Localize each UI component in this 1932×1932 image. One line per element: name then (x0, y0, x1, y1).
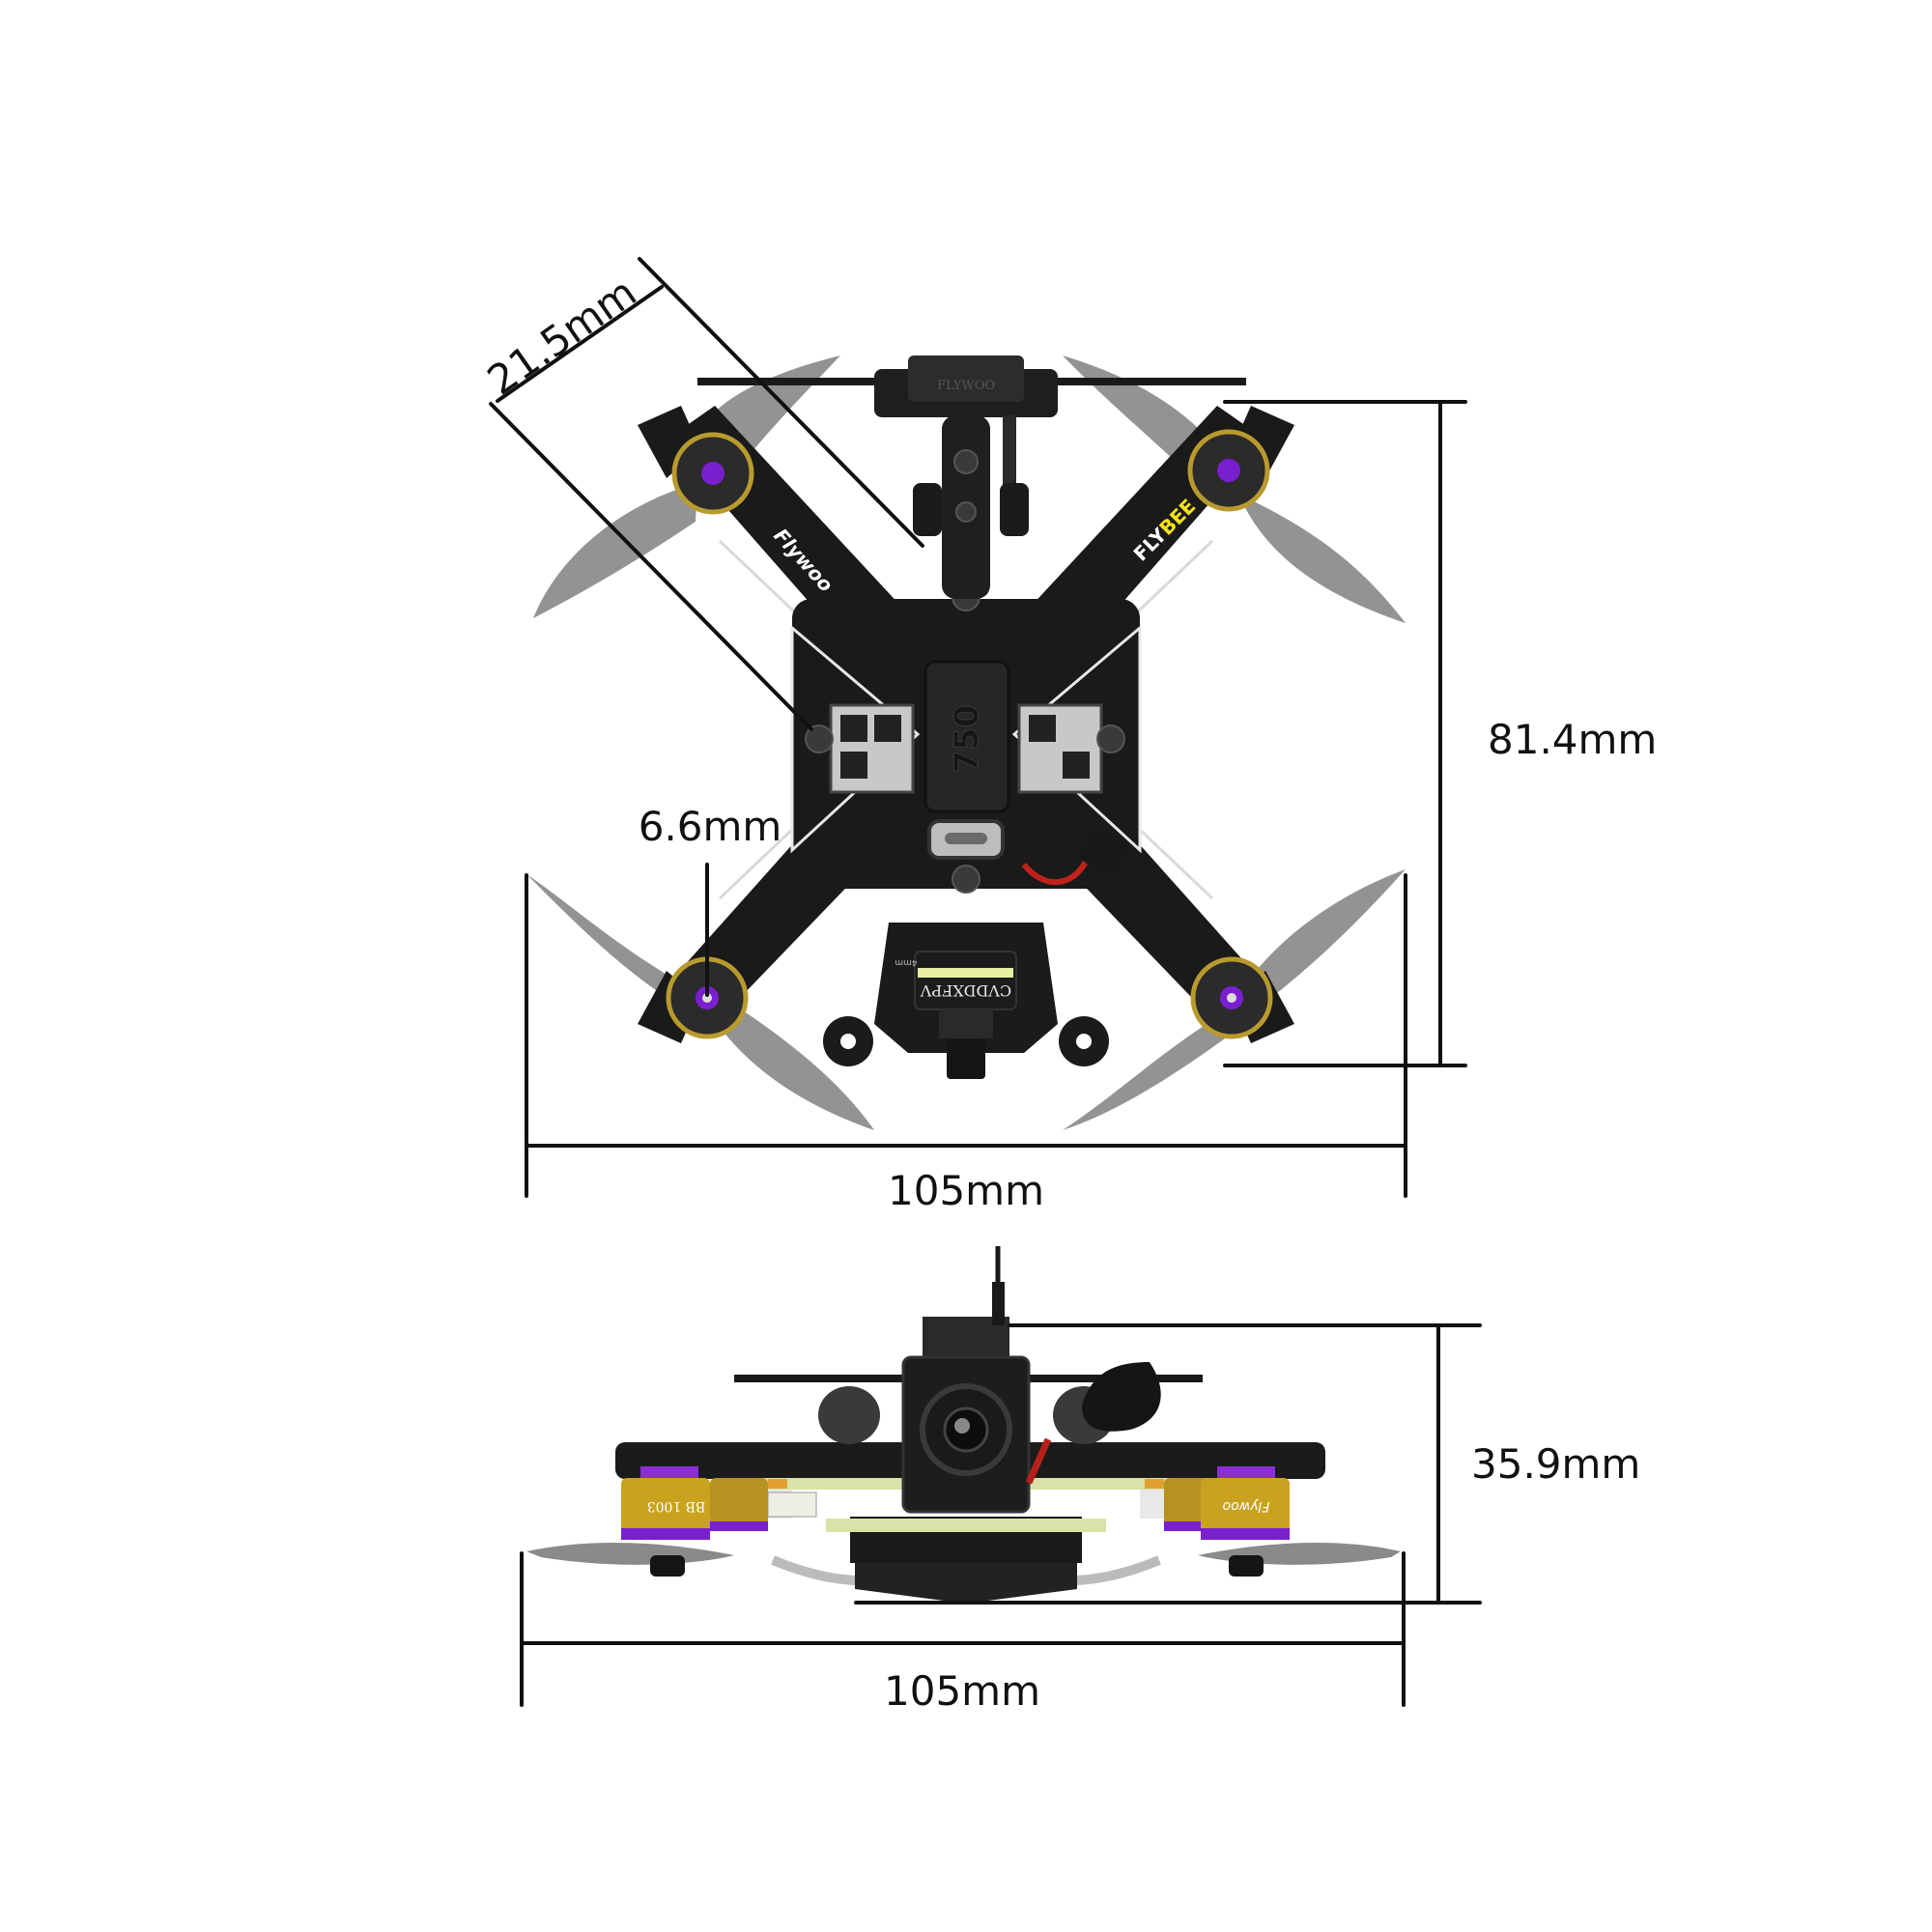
motor-base (1164, 1521, 1222, 1531)
camera-mount: CVDDXFPV 4mm (823, 923, 1109, 1079)
prop-nut-center (702, 993, 712, 1003)
prop-nut-center (1227, 993, 1236, 1003)
frame-screw (805, 724, 834, 753)
motor-can (710, 1478, 768, 1528)
mount-hole (1076, 1034, 1092, 1049)
dim-top-width: 105mm (525, 873, 1407, 1214)
motor-rear-left (638, 956, 749, 1043)
motor-can (621, 1478, 710, 1534)
connector-socket (767, 1492, 817, 1518)
damper-ball (818, 1386, 880, 1444)
antenna-sleeve (992, 1282, 1005, 1325)
battery-tray (855, 1560, 1077, 1604)
propeller-blade (526, 874, 696, 1009)
propeller-blade (533, 483, 697, 618)
motor-brand-label: Flywoo (1223, 1498, 1270, 1514)
chip (874, 715, 901, 742)
motor-rear-right (1190, 956, 1294, 1043)
frame-screw (952, 865, 980, 894)
side-view-dimensions: 35.9mm 105mm (520, 1323, 1640, 1715)
camera-stripe (918, 968, 1013, 978)
prop-nut (701, 462, 724, 485)
dim-label-side-height: 35.9mm (1471, 1440, 1640, 1488)
motor-base (621, 1528, 710, 1540)
motor-base (1201, 1528, 1290, 1540)
top-view: 750 FLYWOO (526, 355, 1406, 1130)
propeller-blade-side (1198, 1543, 1401, 1565)
motor-cap (640, 1466, 698, 1480)
receiver-module (908, 355, 1024, 402)
prop-nut (1217, 459, 1240, 482)
esc-board (826, 1519, 1106, 1532)
receiver-brand-label: FLYWOO (937, 379, 995, 393)
dim-label-prop-hub: 6.6mm (639, 803, 782, 850)
xt-connector (1080, 828, 1128, 876)
prop-hub-side (650, 1555, 685, 1577)
dim-side-width: 105mm (520, 1551, 1406, 1715)
propellers-top (526, 355, 1406, 1130)
propeller-blade-side (526, 1543, 734, 1565)
dim-top-height: 81.4mm (1223, 400, 1657, 1067)
motor-cap (1217, 1466, 1275, 1480)
propeller-blade (1236, 488, 1406, 623)
chip (840, 715, 867, 742)
motors-side: BB 1003 Flywoo (621, 1466, 1290, 1577)
motor-base (710, 1521, 768, 1531)
dim-label-top-height: 81.4mm (1488, 716, 1657, 763)
dim-extension-line (489, 402, 813, 731)
propeller-blade (1063, 1014, 1232, 1130)
motor-side-left-rear (710, 1478, 768, 1531)
camera-lens (947, 1038, 985, 1079)
motor-side-left-front: BB 1003 (621, 1466, 710, 1540)
chip (1063, 752, 1090, 779)
power-lead-side (1025, 1437, 1052, 1485)
fpv-camera-body (914, 951, 1017, 1010)
dim-prop-hub: 6.6mm (639, 803, 782, 997)
camera-lens-ring (939, 1009, 993, 1038)
camera-brand-label: CVDDXFPV (920, 981, 1011, 1000)
dim-label-side-width: 105mm (884, 1667, 1040, 1715)
propeller-blade (710, 1005, 874, 1130)
motor-front-left (638, 406, 754, 515)
solder-pad (768, 1479, 787, 1489)
motor-model-label: BB 1003 (647, 1498, 706, 1514)
lens-reflection (954, 1418, 970, 1434)
receiver-mount: FLYWOO (697, 355, 1246, 599)
antenna-clip (913, 483, 942, 536)
mount-screw (955, 501, 977, 523)
chip (840, 752, 867, 779)
dim-label-top-width: 105mm (888, 1167, 1044, 1214)
mount-screw (953, 449, 979, 474)
chip (1029, 715, 1056, 742)
motors-top (638, 406, 1294, 1043)
dim-label-motor-diagonal: 21.5mm (479, 269, 645, 405)
frame-screw (1096, 724, 1125, 753)
prop-hub-side (1229, 1555, 1264, 1577)
antenna-clip (1000, 483, 1029, 536)
mount-hole (840, 1034, 856, 1049)
usb-slot (945, 833, 987, 844)
propeller-blade (1241, 869, 1406, 1009)
vtx-antenna (1003, 415, 1016, 493)
motor-front-right (1187, 406, 1294, 512)
side-view: BB 1003 Flywoo (526, 1246, 1401, 1604)
camera-lens-label: 4mm (895, 957, 917, 967)
solder-pad (1145, 1479, 1164, 1489)
dim-line (496, 285, 664, 403)
motor-can (1201, 1478, 1290, 1534)
power-lead-wire (1021, 858, 1090, 886)
dim-side-height: 35.9mm (854, 1323, 1640, 1605)
dim-extension-line (638, 257, 924, 548)
motor-side-right-front: Flywoo (1201, 1466, 1290, 1540)
xt-connector-side (1082, 1362, 1161, 1432)
battery-pack (923, 660, 1010, 813)
battery-capacity-mark: 750 (948, 705, 986, 774)
